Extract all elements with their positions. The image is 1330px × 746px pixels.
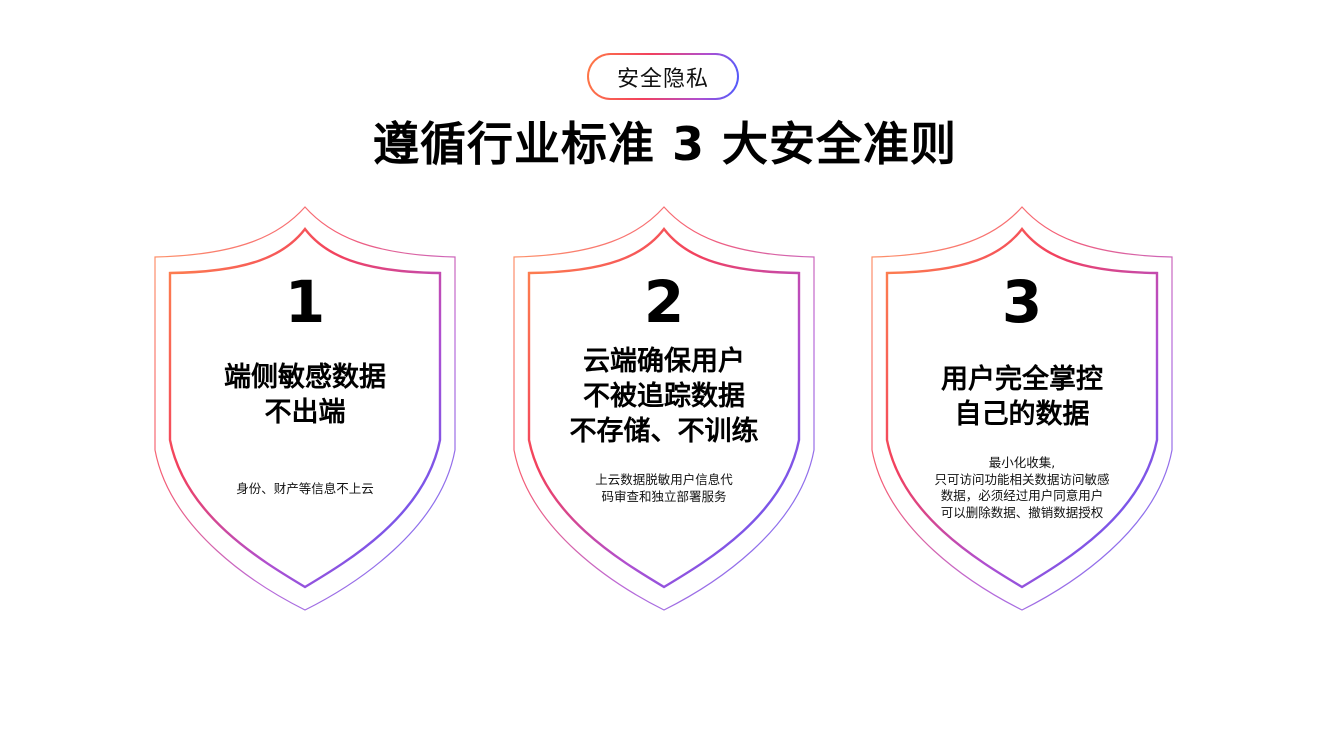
shield-outline-icon — [871, 206, 1173, 611]
desc-line: 上云数据脱敏用户信息代 — [595, 472, 733, 487]
shield-card-1: 1 端侧敏感数据 不出端 身份、财产等信息不上云 — [145, 200, 465, 620]
heading-line: 自己的数据 — [954, 399, 1090, 430]
shield-description: 身份、财产等信息不上云 — [185, 481, 425, 498]
shield-outline-icon — [513, 206, 815, 611]
shield-number: 1 — [284, 268, 326, 336]
shield-card-3: 3 用户完全掌控 自己的数据 最小化收集, 只可访问功能相关数据访问敏感 数据，… — [862, 200, 1182, 620]
desc-line: 身份、财产等信息不上云 — [236, 481, 374, 496]
desc-line: 数据，必须经过用户同意用户 — [940, 488, 1104, 503]
shield-card-2: 2 云端确保用户 不被追踪数据 不存储、不训练 上云数据脱敏用户信息代 码审查和… — [504, 200, 824, 620]
heading-line: 用户完全掌控 — [941, 364, 1103, 395]
heading-line: 云端确保用户 — [583, 346, 745, 377]
shield-outline-icon — [154, 206, 456, 611]
category-badge: 安全隐私 — [587, 53, 739, 100]
desc-line: 最小化收集, — [988, 455, 1056, 470]
desc-line: 只可访问功能相关数据访问敏感 — [934, 471, 1110, 487]
heading-line: 不出端 — [264, 397, 346, 428]
shield-number: 3 — [1001, 268, 1043, 336]
heading-line: 不存储、不训练 — [569, 416, 759, 447]
heading-line: 端侧敏感数据 — [224, 362, 386, 393]
shield-description: 上云数据脱敏用户信息代 码审查和独立部署服务 — [544, 472, 784, 505]
heading-line: 不被追踪数据 — [583, 381, 745, 412]
desc-line: 码审查和独立部署服务 — [601, 488, 727, 504]
category-badge-label: 安全隐私 — [589, 55, 737, 98]
shield-description: 最小化收集, 只可访问功能相关数据访问敏感 数据，必须经过用户同意用户 可以删除… — [902, 455, 1142, 521]
shield-heading: 端侧敏感数据 不出端 — [165, 360, 445, 430]
shield-number: 2 — [643, 268, 685, 336]
desc-line: 可以删除数据、撤销数据授权 — [940, 504, 1104, 520]
shield-heading: 用户完全掌控 自己的数据 — [882, 362, 1162, 432]
page-title: 遵循行业标准 3 大安全准则 — [372, 117, 958, 171]
shield-heading: 云端确保用户 不被追踪数据 不存储、不训练 — [524, 344, 804, 449]
